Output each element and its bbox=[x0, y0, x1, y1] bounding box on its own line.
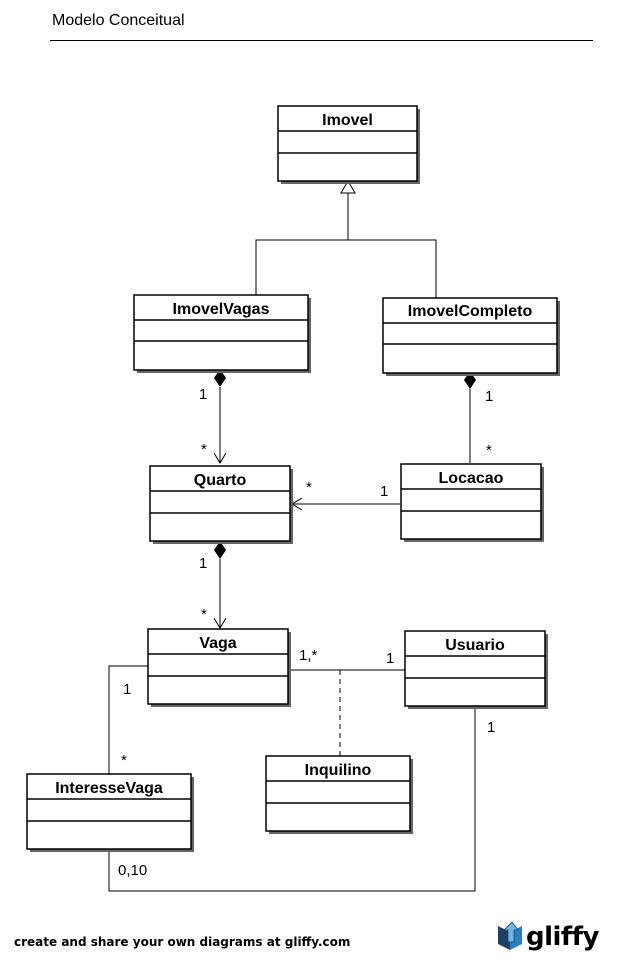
multiplicity-label: * bbox=[201, 441, 207, 458]
multiplicity-label: * bbox=[486, 442, 492, 459]
class-name: InteresseVaga bbox=[55, 780, 163, 797]
class-name: Imovel bbox=[322, 112, 373, 129]
footer-tagline[interactable]: create and share your own diagrams at gl… bbox=[14, 935, 351, 949]
class-imovel-vagas[interactable]: ImovelVagas bbox=[133, 294, 311, 373]
class-imovel[interactable]: Imovel bbox=[277, 105, 420, 184]
class-quarto[interactable]: Quarto bbox=[149, 465, 293, 544]
multiplicity-label: * bbox=[121, 752, 127, 769]
multiplicity-label: 0,10 bbox=[118, 862, 147, 879]
multiplicity-label: * bbox=[201, 606, 207, 623]
multiplicity-label: 1 bbox=[380, 483, 388, 500]
multiplicity-label: 1,* bbox=[299, 647, 318, 664]
composition-diamond-icon bbox=[214, 369, 226, 387]
class-name: Locacao bbox=[439, 470, 504, 487]
multiplicity-label: 1 bbox=[199, 386, 207, 403]
class-interesse-vaga[interactable]: InteresseVaga bbox=[26, 773, 194, 852]
class-locacao[interactable]: Locacao bbox=[400, 463, 544, 542]
class-name: Quarto bbox=[194, 472, 247, 489]
class-name: Vaga bbox=[199, 635, 236, 652]
class-name: ImovelVagas bbox=[173, 301, 270, 318]
association-usuario-interessevaga bbox=[108, 706, 476, 892]
association-vaga-usuario bbox=[289, 669, 405, 756]
composition-quarto-vaga bbox=[214, 541, 226, 628]
class-usuario[interactable]: Usuario bbox=[404, 630, 548, 709]
multiplicity-label: 1 bbox=[199, 555, 207, 572]
inheritance-triangle-icon bbox=[340, 180, 356, 194]
class-inquilino[interactable]: Inquilino bbox=[265, 755, 413, 834]
multiplicity-label: 1 bbox=[123, 681, 131, 698]
multiplicity-label: 1 bbox=[386, 650, 394, 667]
logo-wordmark: gliffy bbox=[526, 922, 600, 952]
multiplicity-label: * bbox=[306, 479, 312, 496]
class-name: Usuario bbox=[445, 637, 505, 654]
composition-imovelvagas-quarto bbox=[214, 369, 226, 463]
class-name: Inquilino bbox=[305, 762, 372, 779]
class-vaga[interactable]: Vaga bbox=[147, 628, 291, 707]
generalization-connector bbox=[255, 180, 437, 298]
association-vaga-interessevaga bbox=[108, 665, 148, 774]
class-name: ImovelCompleto bbox=[408, 303, 533, 320]
composition-diamond-icon bbox=[214, 541, 226, 559]
gliffy-logo[interactable]: gliffy bbox=[496, 920, 600, 956]
title-divider bbox=[50, 40, 593, 41]
page-title: Modelo Conceitual bbox=[52, 12, 185, 29]
gliffy-mark-icon bbox=[498, 921, 522, 950]
class-imovel-completo[interactable]: ImovelCompleto bbox=[382, 297, 560, 376]
composition-imovelcompleto-locacao bbox=[464, 371, 476, 463]
multiplicity-label: 1 bbox=[487, 719, 495, 736]
multiplicity-label: 1 bbox=[485, 388, 493, 405]
